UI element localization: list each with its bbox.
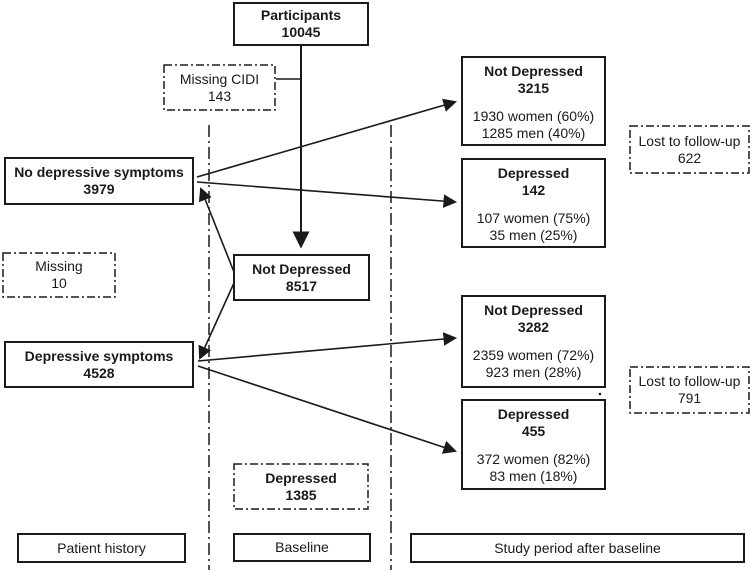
- participants-box: Participants 10045: [233, 2, 369, 46]
- not-depressed-followup-top-count: 3215: [517, 80, 550, 96]
- lost-followup-bottom-title: Lost to follow-up: [638, 373, 741, 389]
- not-depressed-followup-bottom-count: 3282: [517, 319, 550, 335]
- depressed-followup-top-women: 107 women (75%): [476, 210, 591, 226]
- not-depressed-baseline-count: 8517: [285, 277, 318, 294]
- not-depressed-followup-top-title: Not Depressed: [484, 63, 583, 79]
- depressed-baseline-title: Depressed: [265, 469, 337, 486]
- arrow-notdepressed8517-to-nodep: [198, 187, 235, 273]
- depressed-followup-top-box: Depressed 142 107 women (75%) 35 men (25…: [461, 158, 606, 248]
- not-depressed-baseline-box: Not Depressed 8517: [233, 254, 370, 301]
- missing-title: Missing: [35, 258, 83, 274]
- not-depressed-followup-bottom-men: 923 men (28%): [485, 364, 582, 380]
- arrow-depsym-to-depressed455: [197, 365, 457, 454]
- depressed-followup-bottom-count: 455: [521, 423, 546, 439]
- not-depressed-followup-top-box: Not Depressed 3215 1930 women (60%) 1285…: [461, 56, 606, 146]
- no-depressive-symptoms-box: No depressive symptoms 3979: [4, 157, 194, 205]
- lost-followup-bottom-border: [629, 366, 750, 414]
- phase-study-period-box: Study period after baseline: [410, 533, 745, 563]
- depressed-followup-bottom-women: 372 women (82%): [476, 451, 591, 467]
- lost-followup-top-title: Lost to follow-up: [638, 132, 741, 149]
- depressive-symptoms-count: 4528: [83, 364, 115, 381]
- lost-followup-top-box: Lost to follow-up 622: [629, 125, 750, 174]
- lost-followup-top-border: [629, 125, 750, 174]
- lost-followup-top-count: 622: [677, 149, 702, 166]
- phase-patient-history-box: Patient history: [17, 533, 186, 563]
- phase-study-period-label: Study period after baseline: [494, 539, 661, 556]
- participants-count: 10045: [281, 24, 321, 40]
- missing-cidi-title: Missing CIDI: [179, 70, 260, 87]
- depressed-followup-bottom-title: Depressed: [497, 406, 570, 422]
- depressed-baseline-box: Depressed 1385: [233, 463, 369, 510]
- not-depressed-followup-top-men: 1285 men (40%): [481, 125, 586, 141]
- not-depressed-followup-bottom-box: Not Depressed 3282 2359 women (72%) 923 …: [461, 295, 606, 388]
- phase-baseline-label: Baseline: [275, 539, 329, 555]
- not-depressed-followup-top-women: 1930 women (60%): [472, 108, 595, 124]
- phase-baseline-box: Baseline: [233, 533, 371, 562]
- arrow-depsym-to-notdepressed3282: [197, 332, 458, 362]
- depressive-symptoms-title: Depressive symptoms: [24, 347, 174, 364]
- missing-box: Missing 10: [2, 252, 116, 298]
- no-depressive-symptoms-title: No depressive symptoms: [14, 164, 184, 180]
- stray-mark: [598, 392, 602, 396]
- depressed-followup-bottom-men: 83 men (18%): [489, 468, 578, 484]
- missing-cidi-box: Missing CIDI 143: [163, 64, 276, 111]
- depressed-followup-bottom-box: Depressed 455 372 women (82%) 83 men (18…: [461, 399, 606, 490]
- no-depressive-symptoms-count: 3979: [83, 181, 115, 197]
- depressed-baseline-count: 1385: [285, 486, 317, 503]
- depressed-followup-top-title: Depressed: [497, 165, 570, 181]
- arrow-nodep-to-depressed142: [196, 181, 458, 208]
- depressive-symptoms-box: Depressive symptoms 4528: [4, 341, 194, 388]
- participants-title: Participants: [260, 7, 342, 23]
- missing-border: [2, 252, 116, 298]
- missing-cidi-count: 143: [207, 87, 232, 104]
- lost-followup-bottom-count: 791: [677, 390, 702, 406]
- not-depressed-followup-bottom-title: Not Depressed: [484, 302, 583, 318]
- depressed-followup-top-count: 142: [521, 182, 546, 198]
- lost-followup-bottom-box: Lost to follow-up 791: [629, 366, 750, 414]
- phase-patient-history-label: Patient history: [57, 539, 146, 556]
- not-depressed-followup-bottom-women: 2359 women (72%): [472, 347, 595, 363]
- depressed-baseline-border: [233, 463, 369, 510]
- depressed-followup-top-men: 35 men (25%): [489, 227, 578, 243]
- missing-count: 10: [51, 275, 67, 291]
- arrow-nodep-to-notdepressed3215: [196, 98, 457, 178]
- missing-cidi-border: [163, 64, 276, 111]
- arrow-notdepressed8517-to-depsym: [198, 282, 235, 360]
- not-depressed-baseline-title: Not Depressed: [252, 260, 351, 277]
